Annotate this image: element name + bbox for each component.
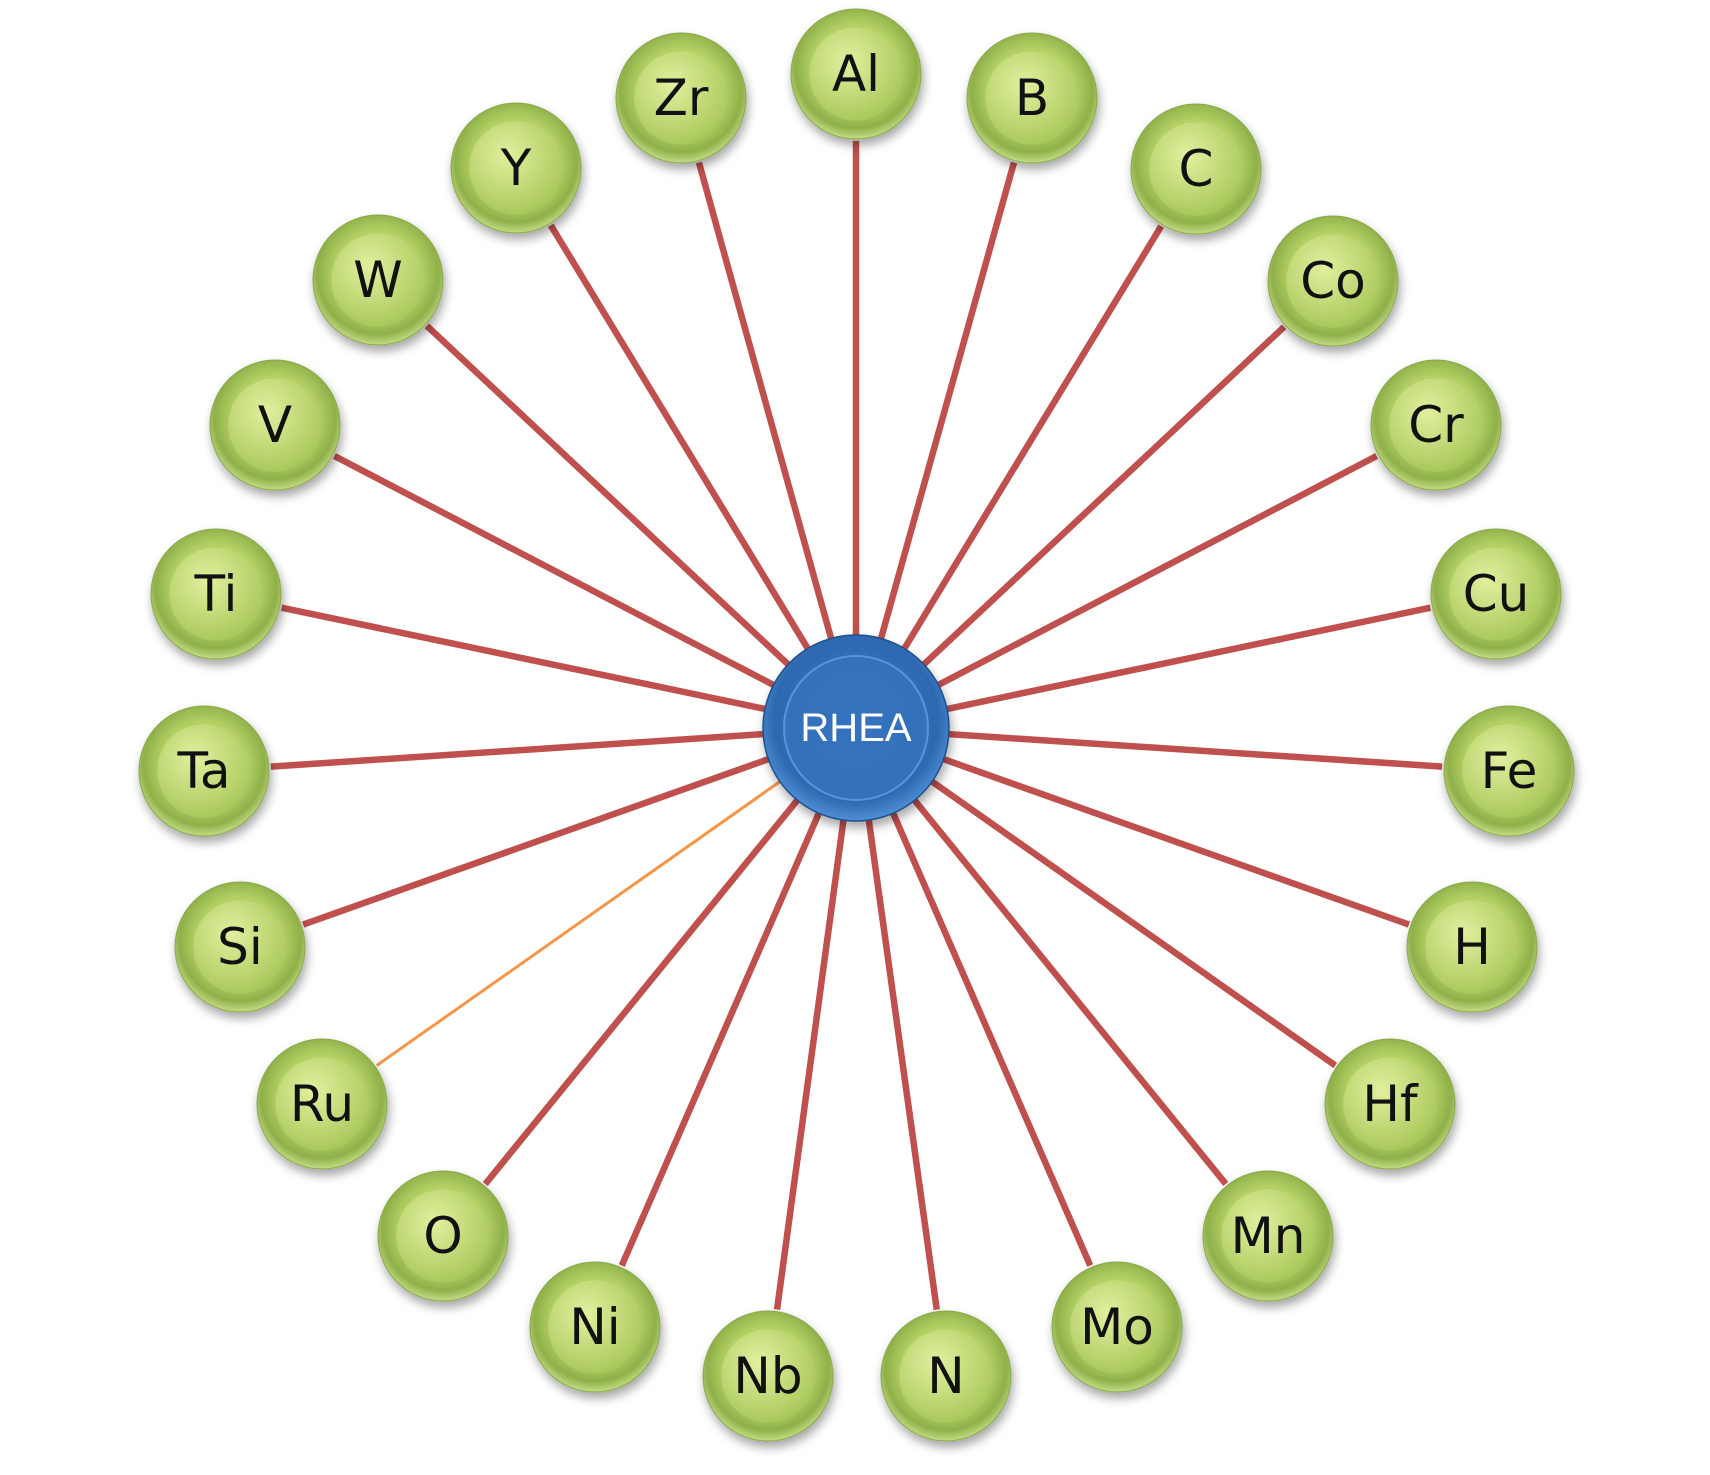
element-node-si: Si: [174, 881, 306, 1013]
link-cr: [933, 453, 1379, 690]
element-node-hf: Hf: [1324, 1038, 1456, 1170]
link-y: [547, 223, 813, 654]
center-label: RHEA: [800, 706, 911, 750]
element-label: Mn: [1231, 1207, 1306, 1265]
element-label: V: [258, 396, 292, 454]
link-h: [938, 754, 1410, 928]
link-mn: [909, 795, 1229, 1187]
element-node-b: B: [966, 32, 1098, 164]
element-label: W: [353, 251, 402, 309]
link-v: [332, 453, 779, 690]
center-node: RHEA: [762, 634, 950, 822]
link-zr: [695, 161, 836, 644]
link-co: [918, 324, 1287, 670]
element-node-v: V: [209, 359, 341, 491]
element-label: Ni: [569, 1298, 620, 1356]
element-node-o: O: [377, 1170, 509, 1302]
element-label: C: [1179, 140, 1214, 198]
element-label: N: [927, 1347, 964, 1405]
element-label: Cr: [1408, 396, 1464, 454]
element-node-cr: Cr: [1370, 359, 1502, 491]
element-label: Ti: [194, 565, 238, 623]
link-w: [424, 323, 794, 670]
element-node-mn: Mn: [1202, 1170, 1334, 1302]
link-fe: [944, 730, 1443, 770]
link-n: [865, 815, 941, 1311]
link-b: [876, 161, 1018, 644]
element-label: Nb: [733, 1347, 802, 1405]
element-node-co: Co: [1267, 215, 1399, 347]
element-label: Ta: [177, 742, 231, 800]
element-node-fe: Fe: [1443, 705, 1575, 837]
element-label: Mo: [1080, 1298, 1154, 1356]
link-hf: [926, 776, 1338, 1069]
element-node-nb: Nb: [702, 1310, 834, 1442]
link-ti: [280, 604, 770, 713]
link-si: [302, 754, 774, 928]
link-c: [899, 224, 1164, 654]
element-node-y: Y: [450, 102, 582, 234]
element-node-h: H: [1406, 881, 1538, 1013]
element-label: B: [1015, 69, 1049, 127]
element-label: Hf: [1362, 1075, 1419, 1133]
element-node-ni: Ni: [529, 1261, 661, 1393]
link-mo: [888, 808, 1094, 1267]
links: [270, 141, 1443, 1311]
element-label: Ru: [290, 1075, 354, 1133]
element-label: H: [1453, 918, 1491, 976]
element-node-c: C: [1130, 103, 1262, 235]
element-label: Zr: [654, 69, 709, 127]
element-label: Si: [217, 918, 263, 976]
element-node-ru: Ru: [256, 1038, 388, 1170]
element-node-n: N: [880, 1310, 1012, 1442]
link-o: [482, 795, 803, 1187]
element-node-mo: Mo: [1051, 1261, 1183, 1393]
element-node-w: W: [312, 214, 444, 346]
element-label: Cu: [1463, 565, 1530, 623]
element-label: O: [423, 1207, 462, 1265]
element-node-ti: Ti: [150, 528, 282, 660]
link-ta: [270, 730, 768, 770]
element-label: Y: [500, 139, 532, 197]
element-node-al: Al: [790, 8, 922, 140]
element-node-ta: Ta: [138, 705, 270, 837]
element-label: Fe: [1481, 742, 1538, 800]
element-label: Co: [1300, 252, 1366, 310]
element-node-cu: Cu: [1430, 528, 1562, 660]
link-ru: [375, 778, 785, 1067]
link-ni: [618, 808, 824, 1267]
element-node-zr: Zr: [615, 32, 747, 164]
link-nb: [773, 815, 848, 1311]
element-label: Al: [832, 45, 880, 103]
link-cu: [942, 604, 1432, 713]
